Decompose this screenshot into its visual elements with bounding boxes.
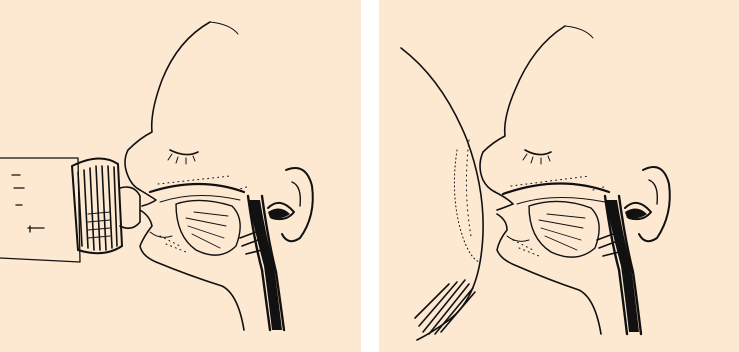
breastfeeding-infant-illustration: [379, 0, 739, 352]
bottle-feeding-panel: [0, 0, 361, 352]
panel-background: [0, 0, 361, 352]
bottle-feeding-infant-illustration: [0, 0, 361, 352]
breastfeeding-panel: [379, 0, 739, 352]
